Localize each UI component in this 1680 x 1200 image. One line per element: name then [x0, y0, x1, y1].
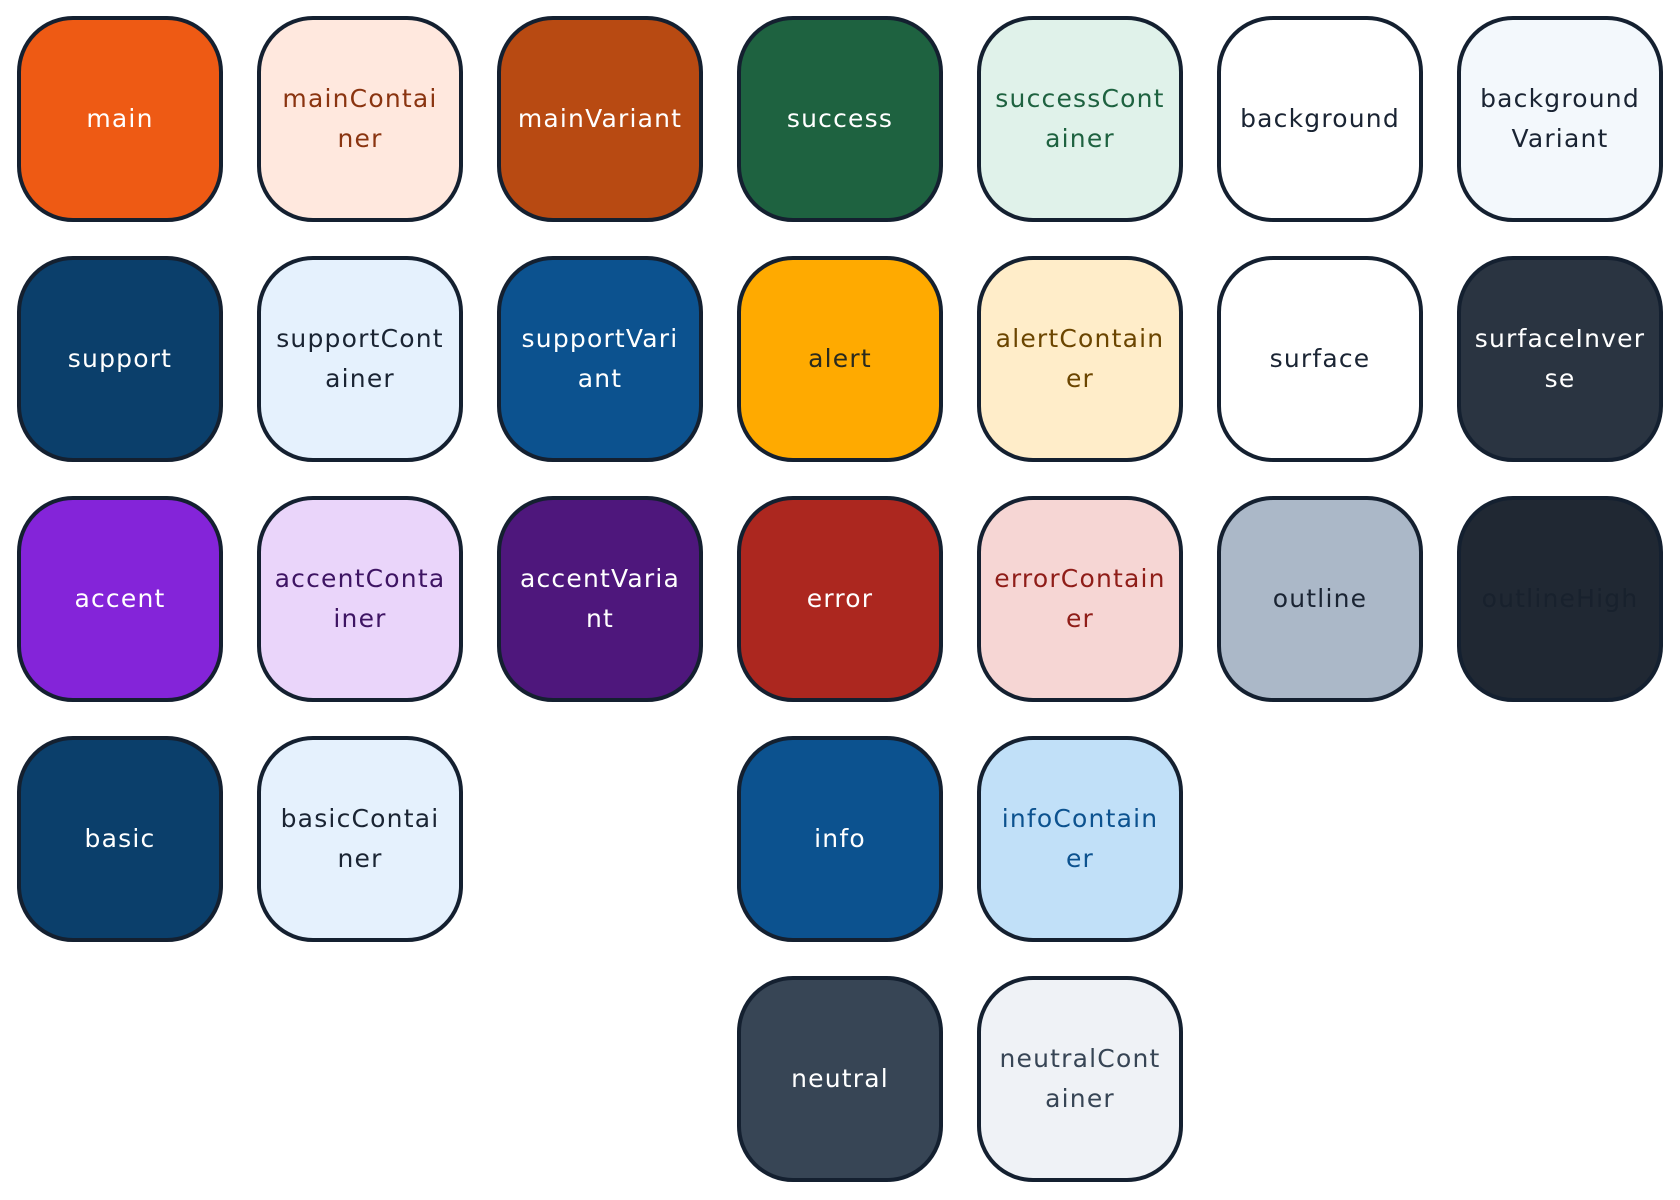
color-swatch-surface: surface — [1217, 256, 1423, 462]
color-swatch-background: background — [1217, 16, 1423, 222]
swatch-label: errorContainer — [994, 564, 1166, 633]
color-swatch-background-variant: backgroundVariant — [1457, 16, 1663, 222]
color-swatch-alert: alert — [737, 256, 943, 462]
swatch-label: alert — [808, 344, 872, 373]
swatch-label: outline — [1272, 584, 1368, 613]
color-swatch-main-variant: mainVariant — [497, 16, 703, 222]
swatch-label: background — [1240, 104, 1400, 133]
color-swatch-support: support — [17, 256, 223, 462]
color-swatch-accent-container: accentContainer — [257, 496, 463, 702]
swatch-label: error — [806, 584, 874, 613]
swatch-label: neutral — [791, 1064, 889, 1093]
color-swatch-info-container: infoContainer — [977, 736, 1183, 942]
color-swatch-main-container: mainContainer — [257, 16, 463, 222]
swatch-label: surface — [1269, 344, 1371, 373]
color-swatch-info: info — [737, 736, 943, 942]
color-swatch-success-container: successContainer — [977, 16, 1183, 222]
color-swatch-neutral-container: neutralContainer — [977, 976, 1183, 1182]
color-swatch-alert-container: alertContainer — [977, 256, 1183, 462]
color-swatch-grid: main mainContainer mainVariant success succe… — [17, 16, 1663, 1182]
swatch-label: accentContainer — [274, 564, 446, 633]
swatch-label: supportVariant — [521, 324, 679, 393]
color-swatch-accent: accent — [17, 496, 223, 702]
swatch-label: success — [786, 104, 894, 133]
color-swatch-error: error — [737, 496, 943, 702]
color-swatch-success: success — [737, 16, 943, 222]
swatch-label: basic — [84, 824, 156, 853]
color-swatch-surface-inverse: surfaceInverse — [1457, 256, 1663, 462]
swatch-label: support — [67, 344, 173, 373]
color-swatch-outline-high: outlineHigh — [1457, 496, 1663, 702]
color-swatch-support-variant: supportVariant — [497, 256, 703, 462]
swatch-label: mainContainer — [282, 84, 438, 153]
swatch-label: surfaceInverse — [1474, 324, 1646, 393]
swatch-label: alertContainer — [995, 324, 1165, 393]
color-swatch-neutral: neutral — [737, 976, 943, 1182]
swatch-label: basicContainer — [280, 804, 440, 873]
color-swatch-accent-variant: accentVariant — [497, 496, 703, 702]
color-swatch-support-container: supportContainer — [257, 256, 463, 462]
swatch-label: info — [814, 824, 866, 853]
swatch-label: main — [86, 104, 154, 133]
color-swatch-basic: basic — [17, 736, 223, 942]
swatch-label: neutralContainer — [999, 1044, 1161, 1113]
color-swatch-outline: outline — [1217, 496, 1423, 702]
color-swatch-main: main — [17, 16, 223, 222]
swatch-label: infoContainer — [1001, 804, 1159, 873]
color-swatch-error-container: errorContainer — [977, 496, 1183, 702]
swatch-label: successContainer — [995, 84, 1165, 153]
swatch-label: accentVariant — [519, 564, 681, 633]
swatch-label: mainVariant — [517, 104, 683, 133]
swatch-label: outlineHigh — [1481, 584, 1639, 613]
swatch-label: supportContainer — [276, 324, 444, 393]
color-swatch-basic-container: basicContainer — [257, 736, 463, 942]
swatch-label: backgroundVariant — [1480, 84, 1640, 153]
swatch-label: accent — [74, 584, 166, 613]
